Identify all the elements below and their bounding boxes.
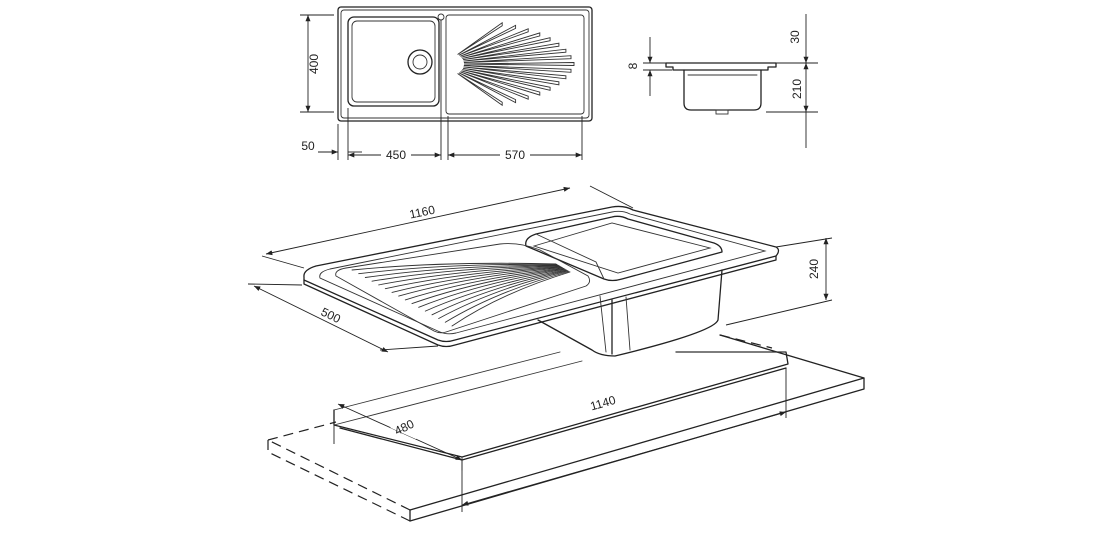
iso-drainer-groove (364, 264, 559, 278)
dim-flange-8: 8 (626, 62, 640, 69)
iso-drainer-groove (438, 270, 569, 319)
dim-bowl-450: 450 (386, 148, 406, 162)
drainer-groove (458, 24, 517, 56)
side-view-dimensions: 30 210 8 (626, 14, 818, 148)
side-view-sink (665, 62, 777, 115)
dim-depth-240: 240 (807, 259, 821, 279)
drainer-groove (462, 69, 551, 91)
cutout-opening (333, 351, 789, 458)
drainer-groove (462, 67, 560, 86)
drainer-groove (462, 37, 551, 59)
drainer-grooves (457, 21, 575, 107)
dim-bowl-210: 210 (790, 79, 804, 99)
drainer-groove (457, 21, 503, 55)
drainer-groove (461, 32, 541, 58)
iso-drainer-groove (424, 269, 567, 312)
iso-drainer-groove (358, 263, 558, 275)
iso-drainer-groove (451, 271, 571, 327)
dim-length-1160: 1160 (408, 202, 436, 221)
cutout-dimensions: 1140 480 (333, 368, 787, 512)
drainer-groove (460, 28, 529, 57)
iso-drainer-groove (431, 269, 568, 316)
iso-drainer-groove (378, 265, 561, 286)
iso-drainer-grooves (335, 243, 591, 334)
dim-width-500: 500 (319, 305, 343, 327)
iso-drainer-groove (398, 267, 563, 297)
dim-offset-50: 50 (301, 139, 315, 153)
drainer-groove (463, 55, 572, 63)
bowl-outline (347, 16, 440, 107)
dim-depth-400: 400 (307, 54, 321, 74)
iso-view-sink (303, 205, 780, 357)
iso-drainer-groove (404, 267, 564, 301)
drainer-groove (460, 71, 529, 100)
iso-view-dimensions: 1160 500 240 (247, 185, 833, 353)
top-view-dimensions: 400 50 450 570 (300, 14, 583, 162)
drainer-groove (463, 66, 567, 80)
drain-inner (412, 54, 428, 70)
waste-outlet (715, 109, 729, 115)
iso-drainer-groove (391, 266, 563, 293)
drainer-groove (457, 73, 503, 107)
tap-hole (437, 13, 445, 21)
iso-drainer-outline (335, 243, 591, 334)
iso-drainer-groove (418, 268, 566, 308)
drainer-groove (461, 70, 541, 96)
drainer-groove (463, 65, 572, 73)
dim-cutout-1140: 1140 (589, 393, 618, 414)
iso-drainer-groove (444, 271, 570, 323)
iso-drainer-groove (371, 265, 560, 282)
drainer-groove (462, 42, 560, 61)
drainer-frame (445, 14, 585, 115)
drainer-groove (458, 72, 517, 104)
drainer-groove (463, 62, 575, 66)
drain-outer (407, 49, 433, 75)
iso-drainer-groove (384, 266, 562, 290)
top-view-sink (337, 6, 593, 122)
dim-drainer-570: 570 (505, 148, 525, 162)
iso-drainer-groove (351, 262, 557, 271)
countertop (267, 334, 865, 522)
iso-drainer-groove (411, 268, 565, 305)
dim-rim-30: 30 (788, 30, 802, 44)
drainer-groove (463, 48, 567, 62)
